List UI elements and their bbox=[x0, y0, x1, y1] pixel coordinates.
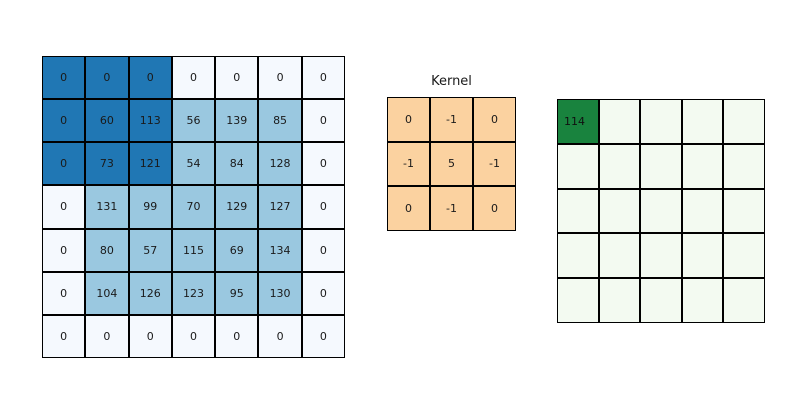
output-cell bbox=[681, 99, 724, 144]
input-cell: 0 bbox=[258, 314, 302, 358]
input-cell: 113 bbox=[128, 99, 172, 143]
input-cell: 127 bbox=[258, 185, 302, 229]
output-cell bbox=[640, 99, 682, 144]
input-cell: 0 bbox=[301, 314, 345, 358]
input-cell: 0 bbox=[128, 56, 172, 100]
input-cell: 139 bbox=[215, 99, 259, 143]
input-cell: 0 bbox=[42, 271, 86, 315]
input-cell: 0 bbox=[171, 56, 216, 100]
input-cell: 131 bbox=[85, 185, 129, 229]
input-cell: 134 bbox=[258, 228, 302, 272]
input-cell: 0 bbox=[171, 314, 216, 358]
input-cell: 0 bbox=[301, 56, 345, 100]
input-cell: 0 bbox=[42, 56, 86, 100]
kernel-cell: -1 bbox=[430, 186, 473, 231]
output-cell bbox=[723, 143, 765, 189]
output-cell bbox=[640, 143, 682, 189]
input-cell: 60 bbox=[85, 99, 129, 143]
kernel-cell: 0 bbox=[387, 97, 430, 142]
output-cell bbox=[640, 233, 682, 279]
input-cell: 123 bbox=[171, 271, 216, 315]
input-cell: 0 bbox=[301, 228, 345, 272]
input-cell: 0 bbox=[258, 56, 302, 100]
output-cell bbox=[557, 278, 599, 323]
output-cell bbox=[723, 278, 765, 323]
input-cell: 70 bbox=[171, 185, 216, 229]
input-cell: 0 bbox=[42, 185, 86, 229]
input-cell: 85 bbox=[258, 99, 302, 143]
kernel-grid: 0 -1 0 -1 5 -1 0 -1 0 bbox=[387, 97, 516, 231]
input-cell: 0 bbox=[215, 56, 259, 100]
input-cell: 56 bbox=[171, 99, 216, 143]
input-cell: 0 bbox=[85, 56, 129, 100]
input-cell: 69 bbox=[215, 228, 259, 272]
kernel-cell: 0 bbox=[473, 97, 516, 142]
input-cell: 0 bbox=[42, 314, 86, 358]
input-cell: 0 bbox=[42, 228, 86, 272]
output-feature-map-grid: 114 bbox=[557, 99, 765, 323]
output-cell bbox=[598, 143, 641, 189]
input-cell: 99 bbox=[128, 185, 172, 229]
input-cell: 0 bbox=[42, 99, 86, 143]
input-cell: 0 bbox=[42, 142, 86, 186]
input-cell: 0 bbox=[301, 185, 345, 229]
input-cell: 0 bbox=[301, 99, 345, 143]
input-cell: 0 bbox=[301, 271, 345, 315]
kernel-cell: 5 bbox=[430, 141, 473, 187]
kernel-cell: -1 bbox=[430, 97, 473, 142]
output-cell bbox=[640, 278, 682, 323]
output-cell bbox=[681, 188, 724, 234]
output-cell bbox=[598, 278, 641, 323]
input-cell: 0 bbox=[301, 142, 345, 186]
output-cell bbox=[598, 233, 641, 279]
input-cell: 104 bbox=[85, 271, 129, 315]
output-cell bbox=[557, 233, 599, 279]
output-cell bbox=[723, 233, 765, 279]
input-cell: 84 bbox=[215, 142, 259, 186]
input-cell: 54 bbox=[171, 142, 216, 186]
input-cell: 115 bbox=[171, 228, 216, 272]
output-cell bbox=[681, 233, 724, 279]
input-cell: 121 bbox=[128, 142, 172, 186]
input-cell: 129 bbox=[215, 185, 259, 229]
input-cell: 95 bbox=[215, 271, 259, 315]
input-cell: 128 bbox=[258, 142, 302, 186]
kernel-title: Kernel bbox=[431, 74, 472, 89]
input-cell: 0 bbox=[128, 314, 172, 358]
output-cell bbox=[723, 188, 765, 234]
output-cell bbox=[598, 188, 641, 234]
input-cell: 0 bbox=[215, 314, 259, 358]
input-cell: 57 bbox=[128, 228, 172, 272]
output-cell bbox=[723, 99, 765, 144]
output-cell: 114 bbox=[557, 99, 599, 144]
input-cell: 126 bbox=[128, 271, 172, 315]
output-cell bbox=[557, 143, 599, 189]
output-cell bbox=[640, 188, 682, 234]
input-cell: 0 bbox=[85, 314, 129, 358]
input-cell: 80 bbox=[85, 228, 129, 272]
output-cell bbox=[598, 99, 641, 144]
kernel-cell: 0 bbox=[473, 186, 516, 231]
output-cell bbox=[557, 188, 599, 234]
input-matrix-grid: 0 0 0 0 0 0 0 0 60 113 56 139 85 0 0 73 … bbox=[42, 56, 345, 358]
input-cell: 73 bbox=[85, 142, 129, 186]
kernel-cell: -1 bbox=[387, 141, 430, 187]
kernel-cell: -1 bbox=[473, 141, 516, 187]
output-cell bbox=[681, 143, 724, 189]
kernel-cell: 0 bbox=[387, 186, 430, 231]
output-cell bbox=[681, 278, 724, 323]
input-cell: 130 bbox=[258, 271, 302, 315]
